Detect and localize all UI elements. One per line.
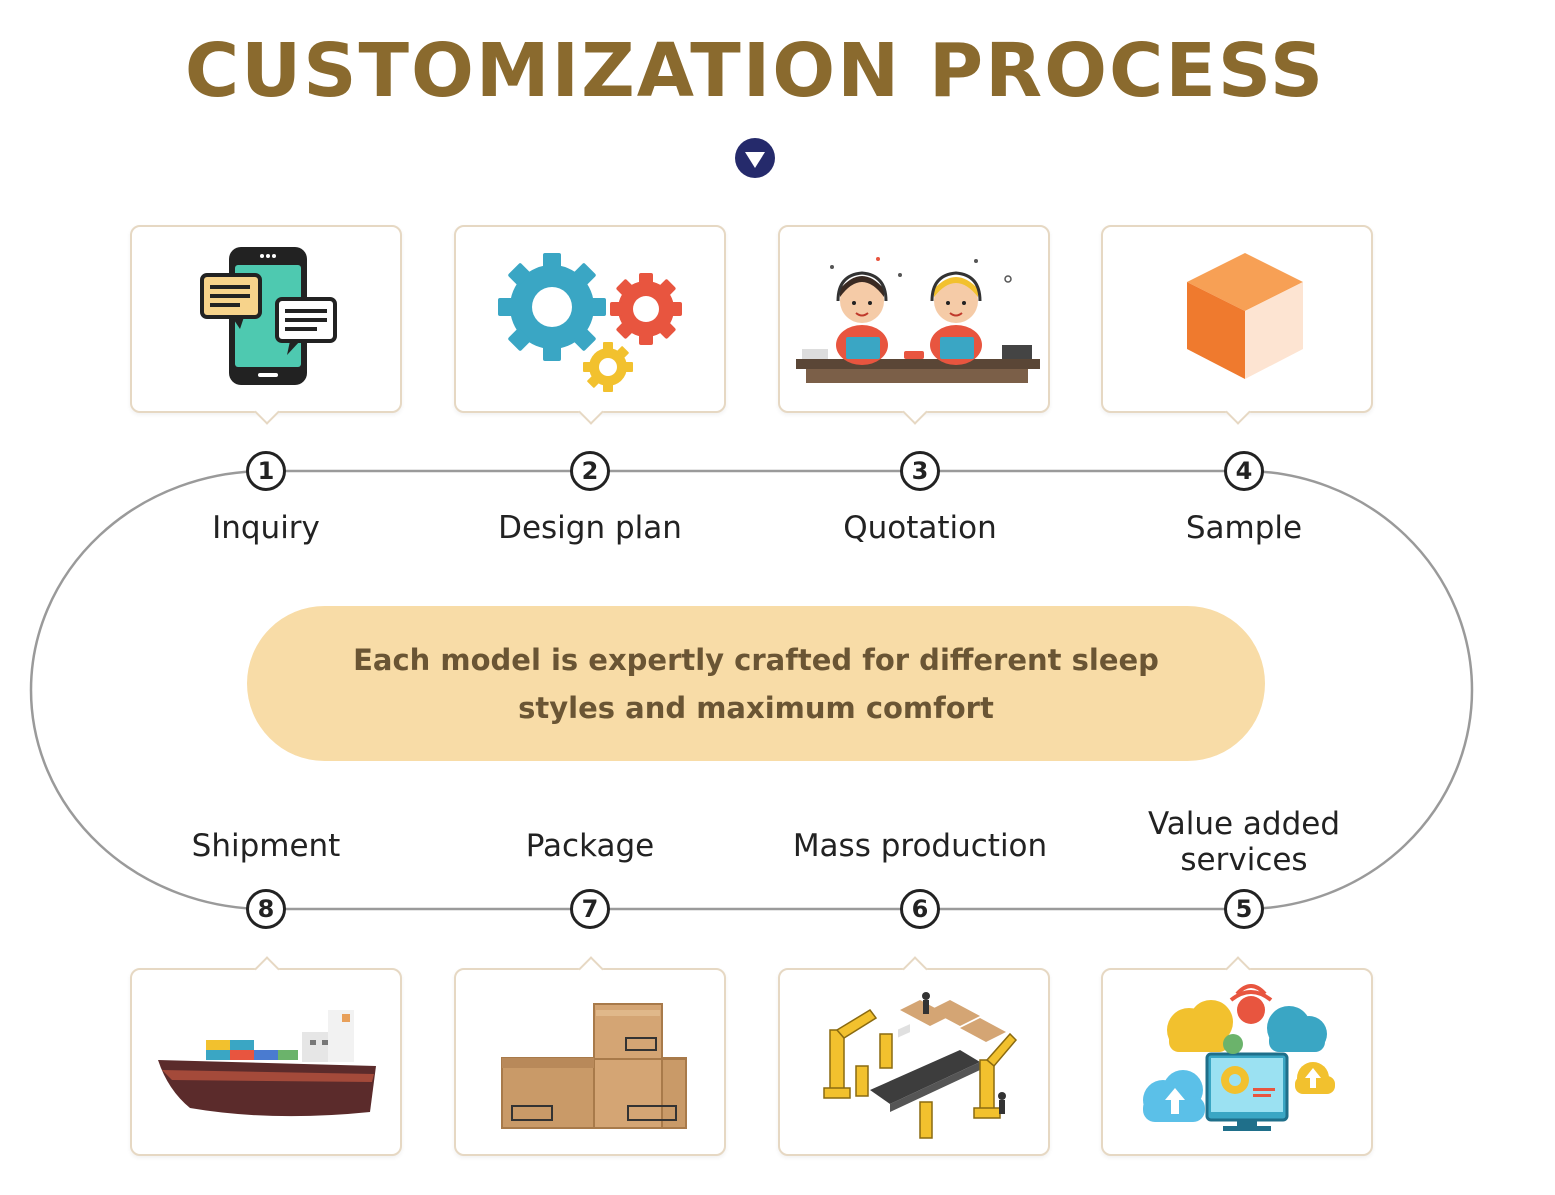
step-label-6: Mass production [792, 828, 1048, 864]
page-title: CUSTOMIZATION PROCESS [184, 28, 1326, 114]
step-8-card [130, 956, 402, 1156]
step-label-4: Sample [1185, 510, 1303, 546]
step-6-card [778, 956, 1050, 1156]
smartphone-chat-icon [200, 247, 337, 385]
step-label-7: Package [525, 828, 655, 864]
step-number-5: 5 [1224, 889, 1264, 929]
gears-icon [498, 253, 682, 392]
step-number-1: 1 [246, 451, 286, 491]
step-5-card [1101, 956, 1373, 1156]
factory-robots-icon [823, 992, 1018, 1139]
center-message: Each model is expertly crafted for diffe… [247, 606, 1265, 761]
down-arrow-icon [735, 138, 775, 178]
step-4-card [1101, 225, 1373, 425]
step-label-8: Shipment [191, 828, 341, 864]
step-2-card [454, 225, 726, 425]
cardboard-boxes-icon [501, 1003, 687, 1129]
center-message-text: Each model is expertly crafted for diffe… [353, 642, 1159, 725]
cloud-network-icon [1143, 984, 1335, 1131]
step-3-card [778, 225, 1050, 425]
step-number-2: 2 [570, 451, 610, 491]
step-label-3: Quotation [843, 510, 997, 546]
cargo-ship-icon [158, 1010, 376, 1117]
step-1-card [130, 225, 402, 425]
customer-service-agents-icon [796, 257, 1040, 383]
step-number-8: 8 [246, 889, 286, 929]
step-number-3: 3 [900, 451, 940, 491]
step-label-2: Design plan [498, 510, 682, 546]
step-label-1: Inquiry [212, 510, 320, 546]
step-number-6: 6 [900, 889, 940, 929]
step-7-card [454, 956, 726, 1156]
box-cube-icon [1187, 253, 1303, 379]
step-number-4: 4 [1224, 451, 1264, 491]
step-number-7: 7 [570, 889, 610, 929]
step-label-5: Value added services [1147, 806, 1341, 878]
